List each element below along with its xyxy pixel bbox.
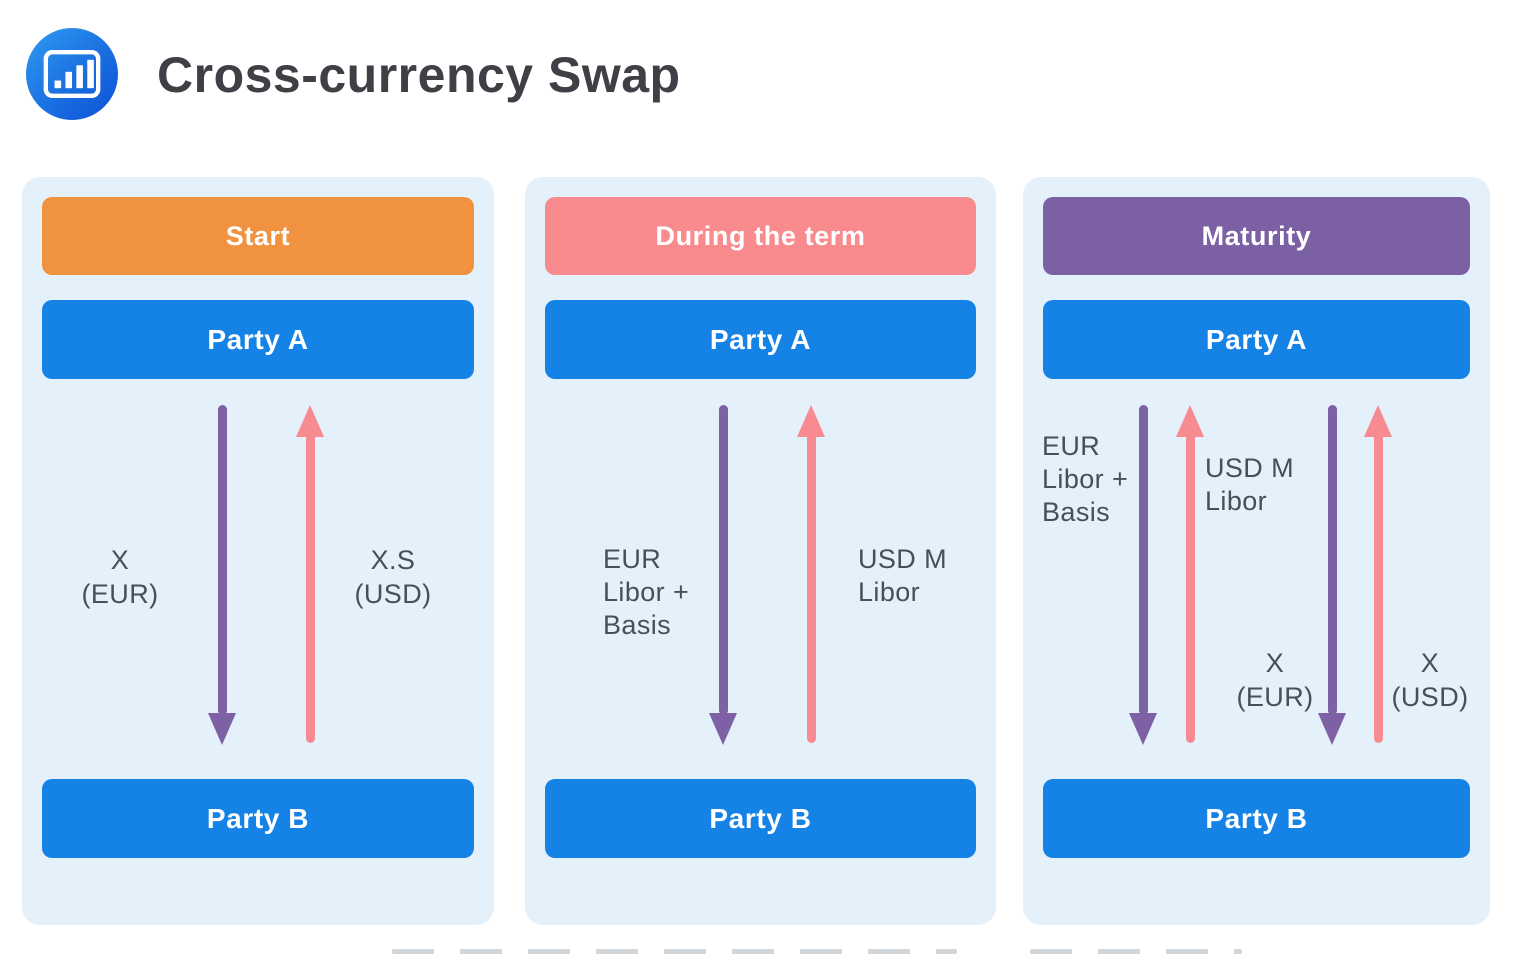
- arrow-head: [709, 713, 737, 745]
- arrow-head: [208, 713, 236, 745]
- flow-label-line: (USD): [354, 579, 432, 609]
- arrow-shaft: [1138, 405, 1148, 715]
- arrow-shaft: [305, 433, 315, 743]
- panel-during-the-term: During the term Party A EUR Libor + Basi…: [525, 177, 996, 925]
- down-arrow: [709, 405, 737, 745]
- flow-label: USD M Libor: [1205, 452, 1294, 518]
- flow-label: X (EUR): [40, 543, 200, 611]
- stage-header-during-the-term: During the term: [545, 197, 976, 275]
- down-arrow: [1129, 405, 1157, 745]
- flow-label-line: X: [1420, 648, 1440, 678]
- party-b-box: Party B: [545, 779, 976, 858]
- flow-label: X.S (USD): [313, 543, 473, 611]
- flow-label-line: (EUR): [81, 579, 159, 609]
- up-arrow: [296, 405, 324, 745]
- arrow-head: [1364, 405, 1392, 437]
- arrow-head: [797, 405, 825, 437]
- arrow-head: [1176, 405, 1204, 437]
- panel-maturity: Maturity Party A EUR Libor + Basis USD M…: [1023, 177, 1490, 925]
- up-arrow: [1364, 405, 1392, 745]
- bar-chart-icon: [26, 28, 118, 120]
- bottom-edge-cropped-text: [1030, 949, 1242, 954]
- party-a-box: Party A: [1043, 300, 1470, 379]
- arrow-shaft: [718, 405, 728, 715]
- arrow-shaft: [806, 433, 816, 743]
- flow-label-line: Libor +: [1042, 464, 1129, 494]
- flow-label-line: Libor +: [603, 577, 690, 607]
- arrow-shaft: [1185, 433, 1195, 743]
- flow-label-line: EUR: [1042, 431, 1101, 461]
- stage-header-start: Start: [42, 197, 474, 275]
- bar-chart-glyph: [43, 50, 101, 98]
- flow-label-line: X: [1265, 648, 1285, 678]
- flow-label-line: USD M: [1205, 453, 1294, 483]
- up-arrow: [1176, 405, 1204, 745]
- flow-label: X (USD): [1360, 646, 1500, 714]
- flow-label-line: Basis: [1042, 497, 1111, 527]
- flow-label-line: (USD): [1391, 682, 1469, 712]
- arrow-shaft: [1373, 433, 1383, 743]
- flow-label-line: Libor: [1205, 486, 1268, 516]
- party-b-box: Party B: [1043, 779, 1470, 858]
- flow-label: EUR Libor + Basis: [1042, 430, 1128, 529]
- flow-label-line: (EUR): [1236, 682, 1314, 712]
- party-a-box: Party A: [42, 300, 474, 379]
- arrow-head: [1318, 713, 1346, 745]
- stage-header-maturity: Maturity: [1043, 197, 1470, 275]
- party-a-box: Party A: [545, 300, 976, 379]
- page-title: Cross-currency Swap: [157, 47, 681, 103]
- down-arrow: [1318, 405, 1346, 745]
- flow-label: USD M Libor: [858, 543, 947, 609]
- arrow-shaft: [217, 405, 227, 715]
- party-b-box: Party B: [42, 779, 474, 858]
- flow-label: EUR Libor + Basis: [603, 543, 689, 642]
- flow-label: X (EUR): [1205, 646, 1345, 714]
- up-arrow: [797, 405, 825, 745]
- arrow-head: [1129, 713, 1157, 745]
- arrow-shaft: [1327, 405, 1337, 715]
- flow-label-line: EUR: [603, 544, 662, 574]
- flow-label-line: USD M: [858, 544, 947, 574]
- flow-label-line: Libor: [858, 577, 921, 607]
- flow-label-line: X: [110, 545, 130, 575]
- flow-label-line: Basis: [603, 610, 672, 640]
- flow-label-line: X.S: [370, 545, 416, 575]
- arrow-head: [296, 405, 324, 437]
- down-arrow: [208, 405, 236, 745]
- bottom-edge-cropped-text: [392, 949, 957, 954]
- panel-start: Start Party A X (EUR) X.S (USD) Party B: [22, 177, 494, 925]
